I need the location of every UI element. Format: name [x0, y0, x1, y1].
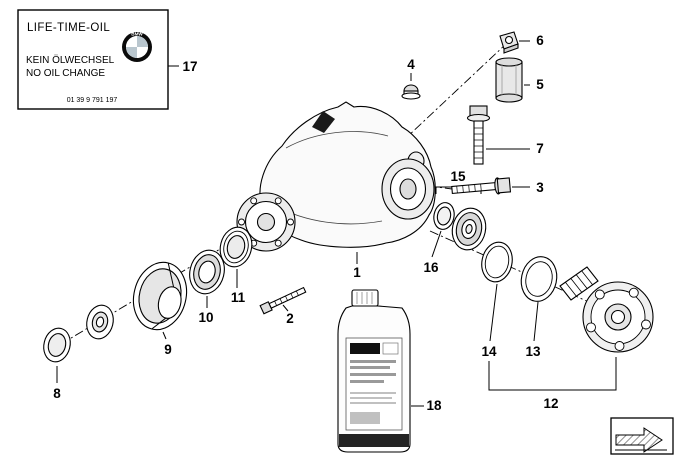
part-4-breather[interactable] [401, 84, 421, 100]
callout-3[interactable]: 3 [536, 180, 544, 195]
part-6-square-nut[interactable] [499, 31, 519, 54]
callout-2[interactable]: 2 [286, 311, 294, 326]
part-1-differential-housing[interactable] [236, 101, 436, 252]
part-16-o-ring[interactable] [431, 201, 456, 232]
part-8-shaft-seal[interactable] [40, 325, 73, 364]
housing-lug [312, 111, 335, 133]
part-11-ring[interactable] [216, 224, 256, 270]
part-9-bearing-cone[interactable] [127, 257, 194, 336]
callout-16[interactable]: 16 [423, 260, 439, 275]
part-15-bearing[interactable] [448, 205, 489, 253]
label-line-de: KEIN ÖLWECHSEL [26, 54, 115, 66]
bmw-logo-text: BMW [131, 32, 143, 37]
part-12-output-flange[interactable] [559, 266, 654, 353]
pinion-collar [86, 304, 114, 340]
callout-14[interactable]: 14 [481, 344, 497, 359]
callout-9[interactable]: 9 [164, 342, 172, 357]
part-14-shim-ring[interactable] [478, 239, 516, 284]
callout-10[interactable]: 10 [198, 310, 213, 325]
bmw-roundel-icon: BMW [122, 32, 152, 62]
callout-4[interactable]: 4 [407, 57, 415, 72]
part-13-ring[interactable] [517, 253, 561, 304]
callout-11[interactable]: 11 [231, 290, 246, 305]
part-5-bushing[interactable] [495, 57, 523, 103]
callouts: 1 2 3 4 5 6 7 8 9 10 11 12 13 14 15 16 1… [53, 33, 558, 413]
callout-13[interactable]: 13 [525, 344, 541, 359]
callout-17[interactable]: 17 [182, 59, 197, 74]
callout-12[interactable]: 12 [543, 396, 558, 411]
callout-6[interactable]: 6 [536, 33, 544, 48]
callout-7[interactable]: 7 [536, 141, 544, 156]
callout-8[interactable]: 8 [53, 386, 61, 401]
part-7-bolt[interactable] [466, 105, 491, 165]
callout-15[interactable]: 15 [450, 169, 466, 184]
part-2-bolt[interactable] [259, 286, 307, 315]
callout-1[interactable]: 1 [353, 265, 361, 280]
part-10-seal-ring[interactable] [185, 247, 229, 298]
label-part-number: 01 39 9 791 197 [67, 97, 118, 104]
part-18-oil-bottle[interactable] [337, 289, 411, 453]
lifetime-oil-label[interactable]: LIFE-TIME-OIL KEIN ÖLWECHSEL NO OIL CHAN… [17, 9, 169, 110]
next-page-arrow-icon[interactable] [610, 417, 674, 455]
label-title: LIFE-TIME-OIL [27, 22, 110, 34]
flange-bolt-holes [238, 197, 294, 247]
bottle-bottom-band [339, 434, 409, 447]
label-line-en: NO OIL CHANGE [26, 68, 105, 79]
part-3-bolt[interactable] [451, 177, 512, 198]
callout-5[interactable]: 5 [536, 77, 544, 92]
callout-18[interactable]: 18 [426, 398, 442, 413]
